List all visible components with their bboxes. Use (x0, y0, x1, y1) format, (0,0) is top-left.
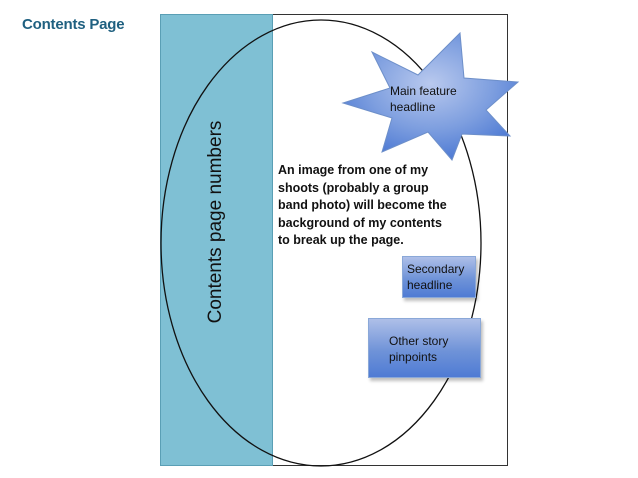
slide-title: Contents Page (22, 16, 125, 33)
main-feature-label: Main feature headline (390, 84, 457, 114)
secondary-headline-label: Secondary headline (407, 262, 465, 292)
background-image-note: An image from one of my shoots (probably… (278, 163, 447, 247)
contents-page-numbers-label: Contents page numbers (205, 120, 226, 324)
main-feature-starburst (341, 31, 520, 161)
other-story-label: Other story pinpoints (389, 334, 449, 364)
background-image-ellipse (160, 19, 482, 467)
secondary-headline-box: Secondary headline (402, 256, 476, 298)
other-story-box: Other story pinpoints (368, 318, 481, 378)
